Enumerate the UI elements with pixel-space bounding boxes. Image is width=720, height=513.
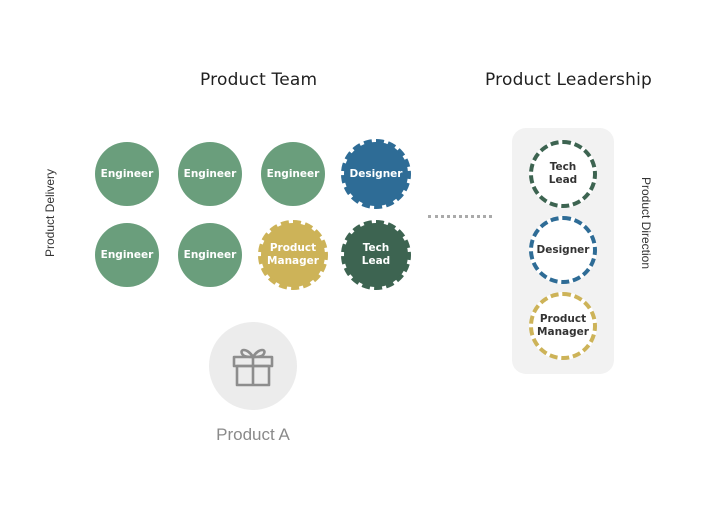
product-team-heading: Product Team: [200, 70, 318, 90]
team-engineer-1: Engineer: [95, 142, 159, 206]
team-product-manager: Product Manager: [258, 220, 328, 290]
product-circle: [209, 322, 297, 410]
product-leadership-heading: Product Leadership: [485, 70, 652, 90]
team-designer: Designer: [341, 139, 411, 209]
product-delivery-label: Product Delivery: [43, 168, 57, 258]
product-label: Product A: [216, 425, 290, 444]
team-engineer-4: Engineer: [95, 223, 159, 287]
product-direction-label: Product Direction: [639, 176, 653, 270]
team-engineer-5: Engineer: [178, 223, 242, 287]
team-to-leadership-connector: [428, 215, 492, 218]
team-tech-lead: Tech Lead: [341, 220, 411, 290]
team-engineer-3: Engineer: [261, 142, 325, 206]
leadership-tech-lead: Tech Lead: [529, 140, 597, 208]
leadership-designer: Designer: [529, 216, 597, 284]
gift-icon: [230, 343, 276, 389]
team-engineer-2: Engineer: [178, 142, 242, 206]
leadership-product-manager: Product Manager: [529, 292, 597, 360]
